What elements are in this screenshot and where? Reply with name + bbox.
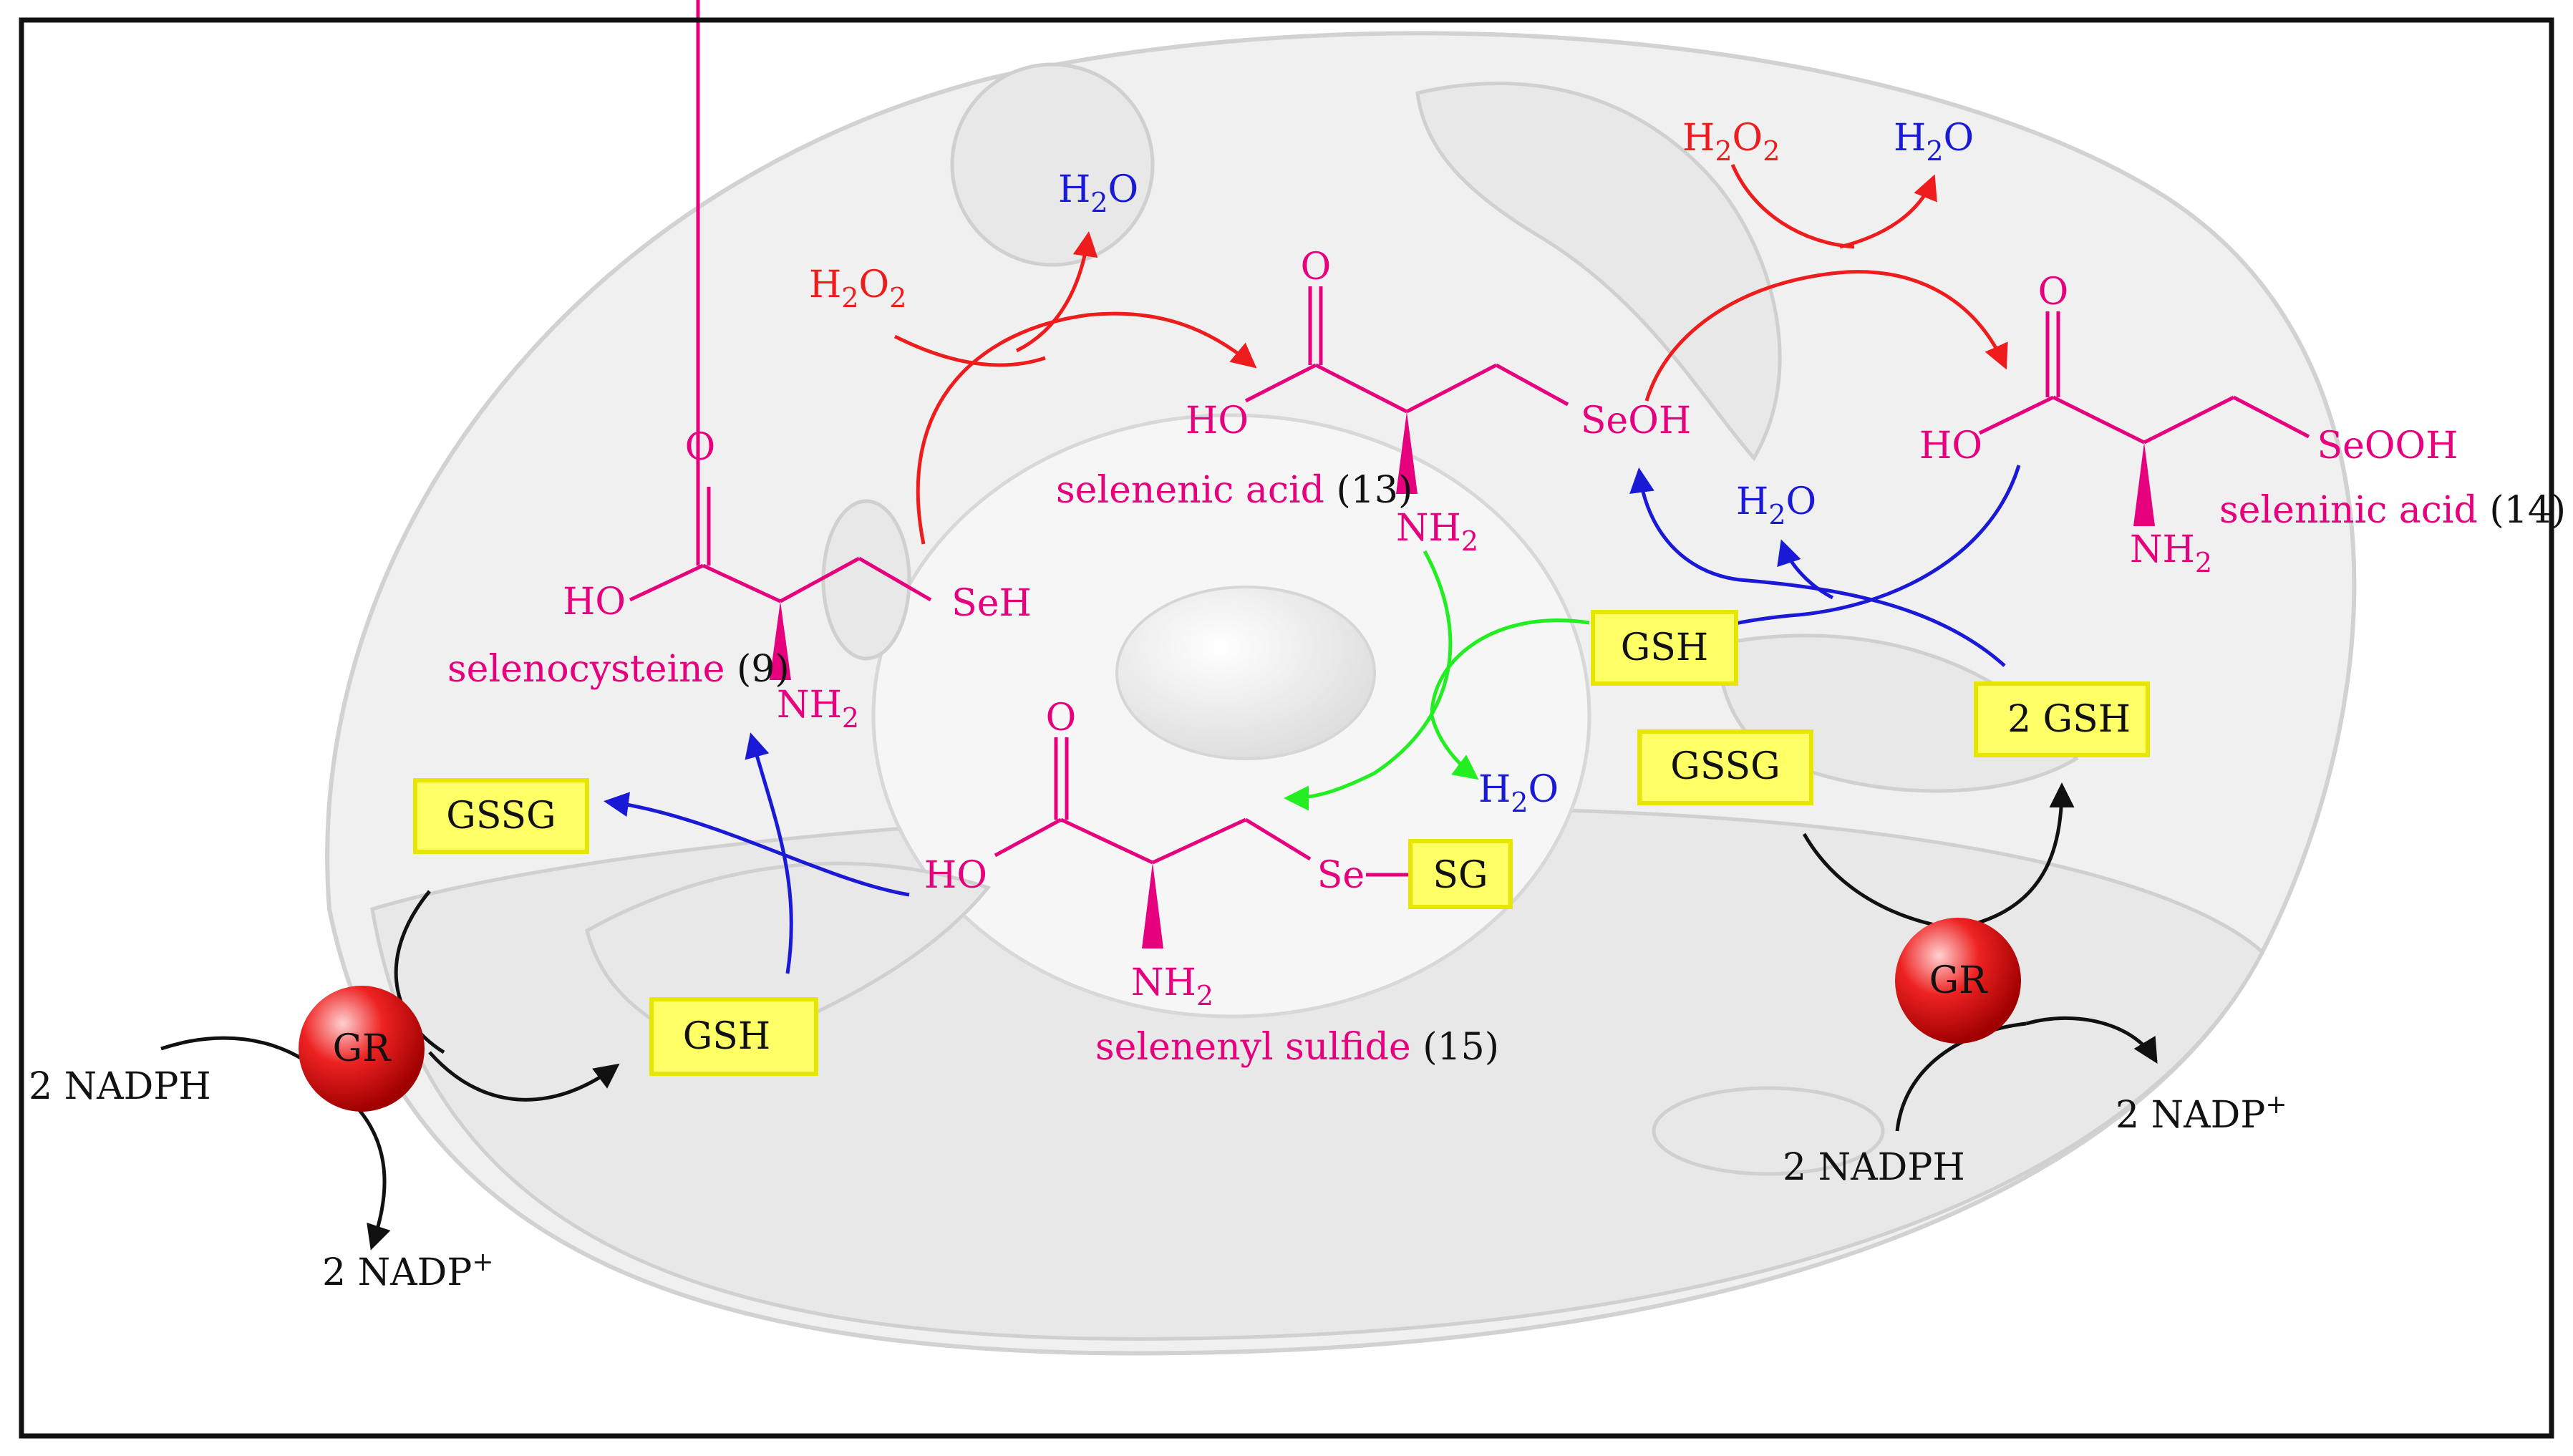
h2o2-left-label: H2O2 (809, 263, 906, 314)
h2o-right-top-label: H2O (1894, 117, 1974, 167)
selenenyl-sulfide-hydroxyl: HO (924, 854, 987, 897)
glutathione-arrows: H2O (1284, 550, 1590, 818)
selenenyl-sulfide-sg: SG (1433, 854, 1488, 897)
seleninic-acid-amine: NH2 (2130, 528, 2212, 578)
two-gsh-label: 2 GSH (2007, 698, 2131, 741)
h2o-right-mid-label: H2O (1736, 480, 1816, 530)
gr-left-label: GR (333, 1027, 392, 1070)
nadph-to-gr-right (1895, 1021, 2027, 1132)
green-arrow-gsh-to-h2o (1430, 618, 1590, 780)
selenenic-acid-hydroxyl: HO (1186, 399, 1249, 442)
mitochondrion (1652, 1086, 1885, 1176)
gr-to-two-gsh-right (1975, 782, 2075, 926)
selenocysteine-oxygen: O (685, 426, 716, 469)
gr-right-label: GR (1929, 959, 1989, 1002)
gr-enzyme-right (1895, 918, 2021, 1044)
selenocysteine-amine: NH2 (777, 684, 859, 734)
gssg-to-gr-left (394, 890, 445, 1054)
selenenyl-sulfide-oxygen: O (1046, 697, 1077, 739)
gssg-box-left (413, 778, 589, 854)
seleninic-acid-label: seleninic acid (14) (2219, 489, 2566, 532)
gr-to-nadp-right (2025, 1016, 2158, 1064)
selenocysteine-structure: O HO SeH NH2 selenocysteine (9) (447, 0, 1032, 734)
h2o-left-label: H2O (1058, 168, 1138, 218)
seleninic-acid-oxygen: O (2038, 271, 2069, 314)
h2o2-in-arrow-left (893, 334, 1046, 367)
selenenic-acid-structure: O HO SeOH NH2 selenenic acid (13) (1056, 246, 1691, 557)
selenenyl-sulfide-se: Se (1317, 854, 1365, 897)
vacuole (950, 62, 1155, 267)
selenocysteine-hydroxyl: HO (563, 581, 626, 623)
selenenic-acid-amine: NH2 (1396, 507, 1478, 557)
h2o-out-arrow-right (1839, 174, 1937, 249)
gssg-box-right (1637, 729, 1813, 805)
two-gsh-box (1974, 681, 2150, 757)
golgi-stack (1415, 81, 1782, 462)
figure-frame (19, 17, 2554, 1439)
glutathione-boxes: GSH GSSG 2 GSH GSSG GSH (413, 610, 2150, 1076)
gsh-center-label: GSH (1621, 626, 1709, 669)
oxidation-arrow-selenenic-to-seleninic (1644, 270, 2008, 402)
seleninic-acid-structure: O HO SeOOH NH2 seleninic acid (14) (1919, 271, 2566, 578)
h2o-center-label: H2O (1478, 768, 1559, 818)
reduction-arrow-sulfide-to-gssg (604, 792, 910, 897)
selenenic-acid-oxygen: O (1301, 246, 1332, 288)
nadp-left-label: 2 NADP+ (322, 1248, 494, 1294)
gsh-left-label: GSH (683, 1015, 771, 1058)
gr-cycle-left: GR 2 NADPH 2 NADP+ (29, 890, 620, 1294)
reduction-arrow-gsh-to-sec (745, 732, 793, 974)
gssg-left-label: GSSG (446, 795, 556, 838)
nucleolus (1115, 586, 1376, 760)
h2o-out-arrow-left (1015, 231, 1098, 353)
seleninic-acid-hydroxyl: HO (1919, 424, 1982, 467)
gr-enzyme-left (299, 986, 425, 1112)
h2o2-right-label: H2O2 (1682, 117, 1780, 167)
selenenyl-sulfide-label: selenenyl sulfide (15) (1095, 1026, 1499, 1069)
gr-cycle-right: GR 2 NADPH 2 NADP+ (1783, 782, 2287, 1189)
selenenic-acid-group: SeOH (1581, 399, 1691, 442)
seleninic-acid-group: SeOOH (2317, 424, 2458, 467)
gsh-box-left (649, 997, 818, 1076)
green-arrow-selenenic-to-sulfide (1284, 550, 1453, 811)
nadph-right-label: 2 NADPH (1783, 1146, 1965, 1189)
sg-box (1408, 839, 1513, 909)
selenenyl-sulfide-structure: O HO Se SG NH2 selenenyl sulfide (15) (924, 697, 1513, 1069)
selenocysteine-selenol: SeH (951, 582, 1032, 625)
nadp-right-label: 2 NADP+ (2116, 1090, 2287, 1137)
h2o-release-arrow-right (1777, 539, 1834, 600)
selenenyl-sulfide-amine: NH2 (1131, 961, 1213, 1011)
nadph-left-label: 2 NADPH (29, 1065, 211, 1108)
reduction-arrows: H2O (604, 465, 2021, 974)
oxidation-arrows: H2O2 H2O H2O2 H2O (809, 117, 2008, 545)
h2o2-in-arrow-right (1730, 164, 1855, 249)
gsh-box-center (1591, 610, 1738, 686)
gssg-right-label: GSSG (1670, 745, 1780, 788)
reduction-arrow-gsh-to-selenenic (1629, 467, 2006, 667)
selenenic-acid-label: selenenic acid (13) (1056, 469, 1413, 512)
selenocysteine-label: selenocysteine (9) (447, 648, 790, 691)
gr-to-gsh-left (428, 1051, 620, 1102)
